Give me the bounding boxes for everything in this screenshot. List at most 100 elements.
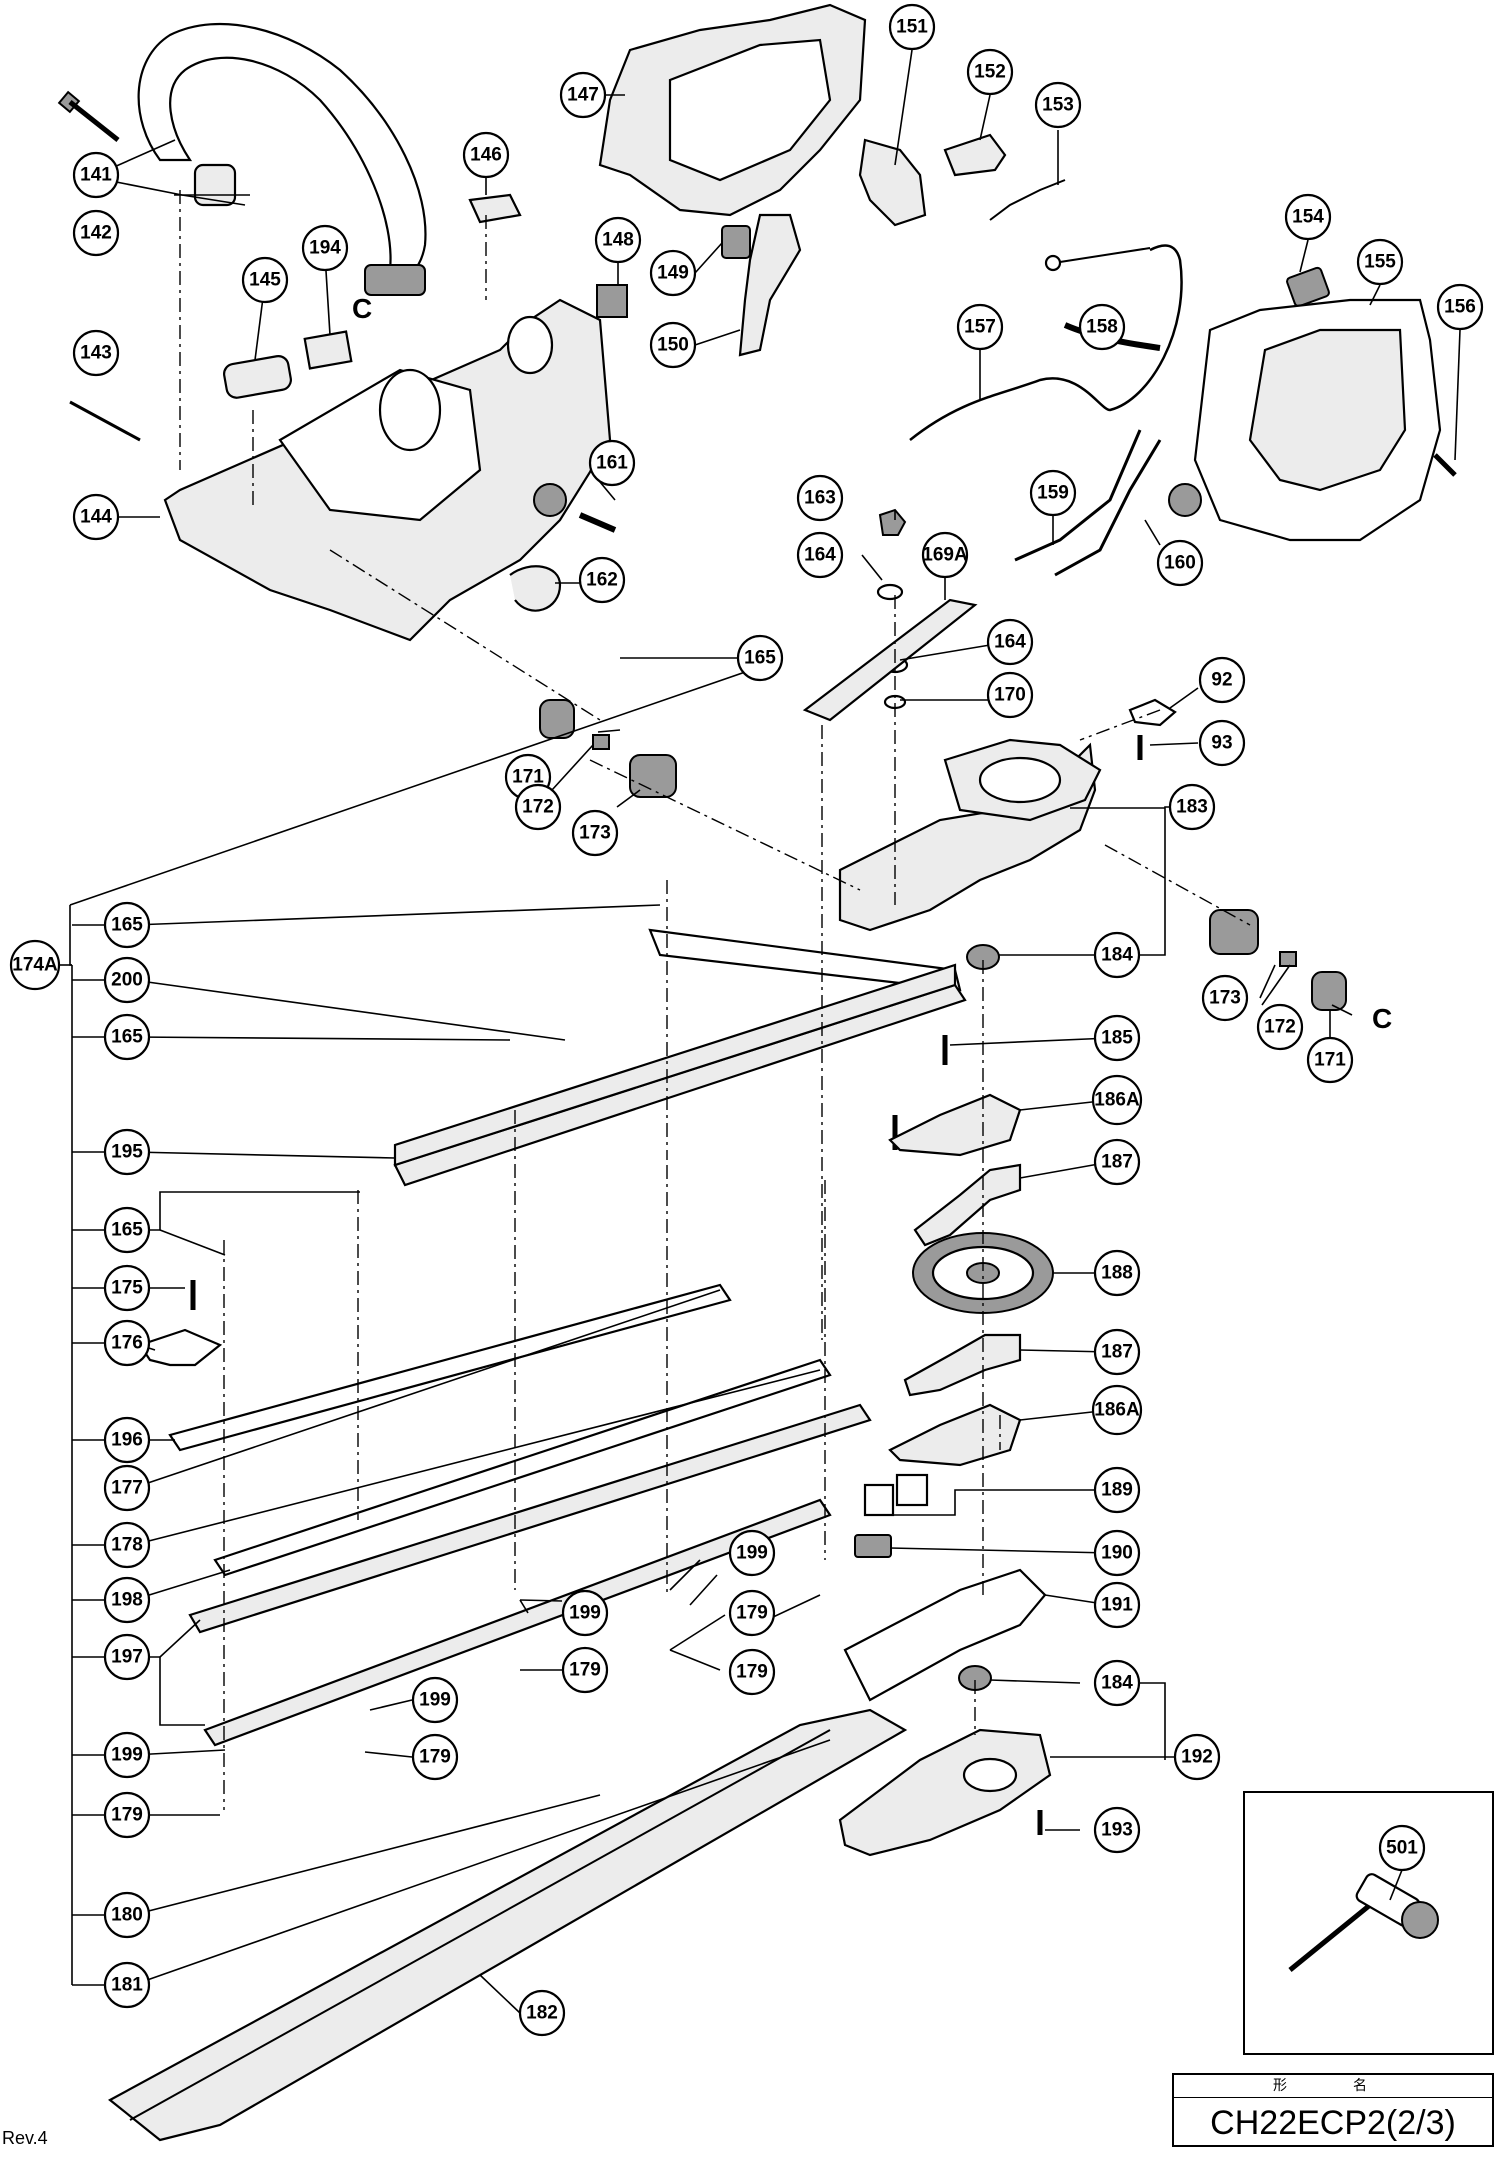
bolt-141-drawing — [57, 90, 120, 142]
callout-159-label: 159 — [1037, 483, 1069, 504]
callout-144: 144 — [72, 493, 120, 541]
callout-148: 148 — [594, 216, 642, 264]
callout-176: 176 — [103, 1319, 151, 1367]
damper-171b-drawing — [1311, 971, 1347, 1011]
callout-160: 160 — [1156, 539, 1204, 587]
wire-143-drawing — [69, 400, 141, 442]
callout-143: 143 — [72, 329, 120, 377]
callout-163: 163 — [796, 474, 844, 522]
callout-145: 145 — [241, 256, 289, 304]
callout-193: 193 — [1093, 1806, 1141, 1854]
callout-148-label: 148 — [602, 230, 634, 251]
model-name: CH22ECP2(2/3) — [1210, 2104, 1456, 2142]
callout-199b: 199 — [728, 1529, 776, 1577]
callout-501: 501 — [1378, 1824, 1426, 1872]
callout-145-label: 145 — [249, 270, 281, 291]
gear-case-183-drawing — [838, 738, 1102, 932]
callout-181-label: 181 — [111, 1975, 143, 1996]
callout-197: 197 — [103, 1633, 151, 1681]
callout-163-label: 163 — [804, 488, 836, 509]
c-marker-left: C — [352, 293, 372, 324]
callout-165b-label: 165 — [111, 915, 143, 936]
callout-200-label: 200 — [111, 970, 143, 991]
revision-label: Rev.4 — [2, 2128, 48, 2148]
callout-501-label: 501 — [1386, 1838, 1418, 1859]
pad-189b-drawing — [895, 1473, 929, 1507]
callout-193-label: 193 — [1101, 1820, 1133, 1841]
callout-147: 147 — [559, 71, 607, 119]
callout-169a: 169A — [921, 531, 969, 579]
callout-179f-label: 179 — [419, 1747, 451, 1768]
callout-199c-label: 199 — [569, 1603, 601, 1624]
callout-172b: 172 — [1256, 1003, 1304, 1051]
throttle-cable-157-drawing — [909, 244, 1183, 441]
callout-165a: 165 — [736, 634, 784, 682]
callout-165d: 165 — [103, 1206, 151, 1254]
screw-156-drawing — [1433, 453, 1457, 477]
callout-182-label: 182 — [526, 2003, 558, 2024]
callout-180: 180 — [103, 1891, 151, 1939]
spring-153-drawing — [989, 179, 1066, 221]
callout-169a-label: 169A — [922, 545, 968, 566]
callout-184b: 184 — [1093, 1659, 1141, 1707]
callout-182: 182 — [518, 1989, 566, 2037]
bolt-172b-drawing — [1279, 951, 1297, 967]
callout-199d: 199 — [411, 1676, 459, 1724]
pad-190-drawing — [854, 1534, 892, 1558]
callout-141: 141 — [72, 151, 120, 199]
callout-197-label: 197 — [111, 1647, 143, 1668]
callout-178: 178 — [103, 1521, 151, 1569]
callout-194-label: 194 — [309, 238, 341, 259]
callout-176-label: 176 — [111, 1333, 143, 1354]
callout-175-label: 175 — [111, 1278, 143, 1299]
callout-144-label: 144 — [80, 507, 112, 528]
bar-198-drawing — [213, 1358, 832, 1577]
cable-wire-drawing — [1059, 247, 1151, 263]
callout-185: 185 — [1093, 1014, 1141, 1062]
plate-186a-bottom-drawing — [888, 1403, 1022, 1467]
callout-170-label: 170 — [994, 685, 1026, 706]
throttle-lever-drawing — [738, 213, 802, 357]
callout-164a-label: 164 — [804, 545, 836, 566]
callout-186a-bottom: 186A — [1091, 1384, 1143, 1436]
callout-151-label: 151 — [896, 17, 928, 38]
callout-192: 192 — [1173, 1733, 1221, 1781]
callout-170: 170 — [986, 671, 1034, 719]
callout-180-label: 180 — [111, 1905, 143, 1926]
gasket-191-drawing — [843, 1568, 1047, 1702]
callout-186a-top-label: 186A — [1094, 1090, 1140, 1111]
callout-188-label: 188 — [1101, 1263, 1133, 1284]
bolt-161-drawing — [578, 512, 617, 533]
callout-165c: 165 — [103, 1013, 151, 1061]
part-152-drawing — [943, 133, 1007, 177]
callout-164b: 164 — [986, 618, 1034, 666]
callout-172a: 172 — [514, 783, 562, 831]
callout-150: 150 — [649, 321, 697, 369]
plate-187-top-drawing — [913, 1163, 1022, 1247]
callout-158-label: 158 — [1086, 317, 1118, 338]
callout-183-label: 183 — [1176, 797, 1208, 818]
callout-184b-label: 184 — [1101, 1673, 1133, 1694]
callout-93: 93 — [1198, 719, 1246, 767]
callout-177-label: 177 — [111, 1478, 143, 1499]
spring-173a-drawing — [629, 754, 677, 798]
callout-146: 146 — [462, 131, 510, 179]
callout-150-label: 150 — [657, 335, 689, 356]
accessory-inset-box — [1243, 1791, 1494, 2055]
callout-153: 153 — [1034, 81, 1082, 129]
callout-156: 156 — [1436, 283, 1484, 331]
callout-173b-label: 173 — [1209, 988, 1241, 1009]
lever-151-drawing — [858, 138, 927, 227]
washer-164a-drawing — [876, 583, 904, 601]
callout-199a-label: 199 — [111, 1745, 143, 1766]
callout-181: 181 — [103, 1961, 151, 2009]
callout-174a: 174A — [9, 939, 61, 991]
nut-163-drawing — [878, 508, 907, 536]
bar-169a-drawing — [802, 598, 978, 722]
callout-188: 188 — [1093, 1249, 1141, 1297]
part-148-drawing — [596, 284, 628, 318]
callout-192-label: 192 — [1181, 1747, 1213, 1768]
wire-159-drawing — [1014, 429, 1142, 562]
callout-198-label: 198 — [111, 1590, 143, 1611]
